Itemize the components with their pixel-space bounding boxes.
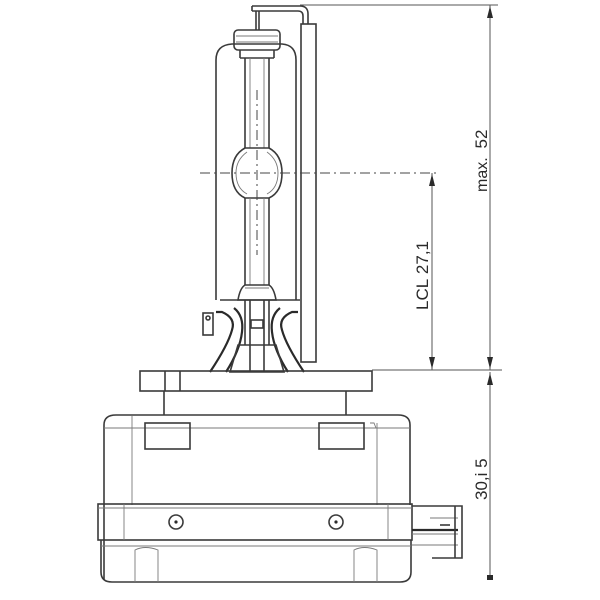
arc-tube [231,58,283,301]
socket-clamp [202,299,305,373]
max-value: 52 [472,129,491,149]
dimension-label-lcl: LCL 27,1 [413,241,433,310]
reference-flange [139,370,373,415]
base-height-value: 30,i 5 [472,458,491,500]
dimension-label-max-height: max. 52 [472,130,492,192]
outer-capsule [215,29,297,300]
dimension-lines [300,4,502,580]
connector [412,505,463,559]
lcl-prefix: LCL [413,278,432,310]
lcl-value: 27,1 [413,240,432,275]
igniter-housing [97,414,413,583]
dimension-label-base-height: 30,i 5 [472,458,492,500]
lead-wire [251,5,317,363]
max-prefix: max. [474,157,491,192]
